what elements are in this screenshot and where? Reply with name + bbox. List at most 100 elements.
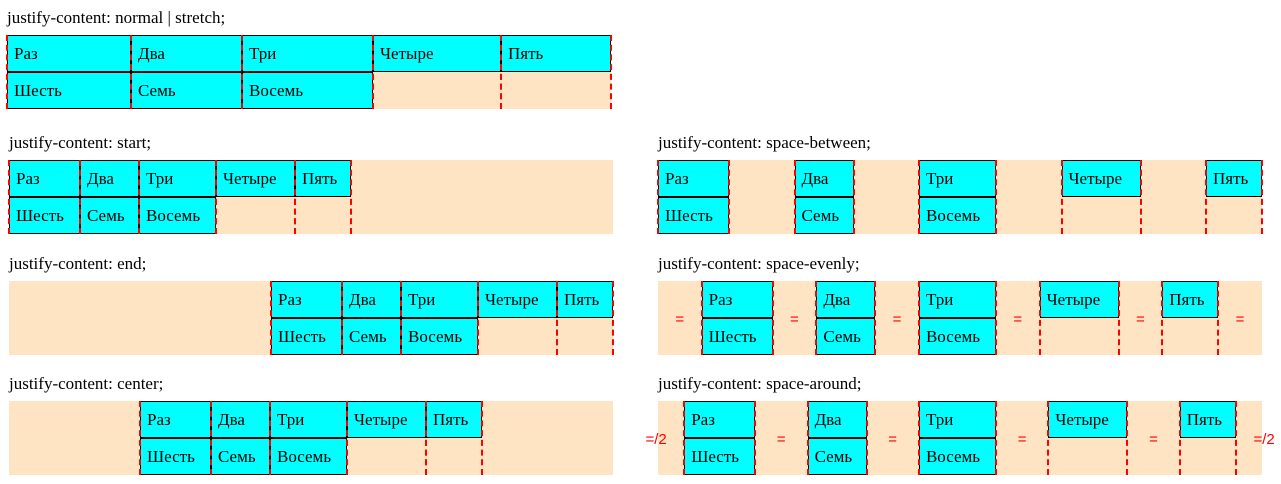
grid-item-eight: Восемь [242, 72, 373, 109]
grid-item-two: Два [816, 281, 876, 318]
grid-line-guide [771, 281, 774, 355]
grid-item-one: Раз [684, 401, 756, 438]
grid-line-guide [1038, 281, 1041, 355]
grid-line-guide [728, 160, 730, 234]
grid-item-eight: Восемь [918, 438, 996, 475]
grid-line-guide [500, 35, 502, 109]
grid-item-four: Четыре [1061, 160, 1141, 197]
grid-item-four: Четыре [347, 401, 426, 438]
grid-line-guide [341, 281, 343, 355]
grid-line-guide [1205, 160, 1207, 234]
grid-item-two: Два [794, 160, 854, 197]
grid-item-four: Четыре [478, 281, 557, 318]
gap-label: = [1235, 311, 1245, 328]
grid-line-guide [1060, 160, 1063, 234]
gap-label: = [888, 431, 898, 448]
half-gap-label: =/2 [645, 431, 667, 448]
grid-line-guide [918, 281, 920, 355]
grid-item-seven: Семь [342, 318, 401, 355]
demo-space-around: justify-content: space-around; Раз Два Три… [646, 374, 1275, 478]
grid-line-guide [815, 281, 818, 355]
half-gap-label: =/2 [1253, 431, 1275, 448]
grid-item-seven: Семь [131, 72, 242, 109]
grid-line-guide [1261, 160, 1263, 234]
grid-line-guide [657, 160, 659, 234]
grid-item-three: Три [918, 281, 996, 318]
grid-item-four: Четыре [216, 160, 295, 197]
grid-item-eight: Восемь [270, 438, 347, 475]
grid-item-six: Шесть [9, 197, 80, 234]
grid-item-five: Пять [1162, 281, 1219, 318]
grid-line-guide [1161, 281, 1164, 355]
grid-line-guide [683, 401, 686, 475]
grid-line-guide [6, 35, 8, 109]
grid-line-guide [793, 160, 796, 234]
grid-item-two: Два [211, 401, 270, 438]
grid-line-guide [556, 281, 558, 355]
grid-line-guide [139, 401, 141, 475]
grid-item-two: Два [807, 401, 867, 438]
grid-line-guide [1139, 160, 1142, 234]
grid-line-guide [8, 160, 10, 234]
gap-label: = [1136, 311, 1145, 328]
grid-item-eight: Восемь [919, 197, 996, 234]
grid-item-two: Два [80, 160, 139, 197]
grid-item-four: Четыре [373, 35, 501, 72]
grid-item-one: Раз [271, 281, 342, 318]
grid-line-guide [1234, 401, 1237, 475]
grid-item-five: Пять [501, 35, 611, 72]
grid-line-guide [612, 281, 614, 355]
grid-item-six: Шесть [658, 197, 729, 234]
grid-item-seven: Семь [807, 438, 867, 475]
grid-line-guide [269, 401, 271, 475]
grid-item-seven: Семь [80, 197, 139, 234]
grid-line-guide [79, 160, 81, 234]
grid-line-guide [481, 401, 483, 475]
grid-item-three: Три [139, 160, 216, 197]
grid-line-guide [874, 281, 877, 355]
grid-item-six: Шесть [684, 438, 756, 475]
grid-item-eight: Восемь [918, 318, 996, 355]
grid-item-four: Четыре [1048, 401, 1128, 438]
grid-line-guide [130, 35, 132, 109]
grid-item-five: Пять [295, 160, 351, 197]
grid-item-two: Два [131, 35, 242, 72]
grid-item-six: Шесть [140, 438, 211, 475]
grid-item-seven: Семь [794, 197, 854, 234]
grid-line-guide [918, 401, 920, 475]
gap-label: = [790, 311, 799, 328]
grid-line-guide [754, 401, 757, 475]
grid-item-six: Шесть [701, 318, 773, 355]
grid-line-guide [806, 401, 809, 475]
grid-line-guide [852, 160, 855, 234]
grid-item-eight: Восемь [139, 197, 216, 234]
grid-item-six: Шесть [7, 72, 131, 109]
grid-item-one: Раз [658, 160, 729, 197]
demo-title: justify-content: center; [9, 374, 164, 393]
grid-line-guide [210, 401, 212, 475]
grid-item-one: Раз [7, 35, 131, 72]
grid-item-one: Раз [140, 401, 211, 438]
gap-label: = [776, 431, 786, 448]
grid-item-three: Три [918, 401, 996, 438]
grid-line-guide [270, 281, 272, 355]
demo-title: justify-content: space-around; [658, 374, 862, 393]
grid-line-guide [1047, 401, 1050, 475]
grid-item-three: Три [242, 35, 373, 72]
grid-line-guide [610, 35, 612, 109]
grid-line-guide [1117, 281, 1120, 355]
grid-line-guide [865, 401, 868, 475]
grid-item-three: Три [919, 160, 996, 197]
grid-item-five: Пять [557, 281, 613, 318]
grid-item-six: Шесть [271, 318, 342, 355]
gap-label: = [1149, 431, 1158, 448]
grid-item-five: Пять [1179, 401, 1236, 438]
